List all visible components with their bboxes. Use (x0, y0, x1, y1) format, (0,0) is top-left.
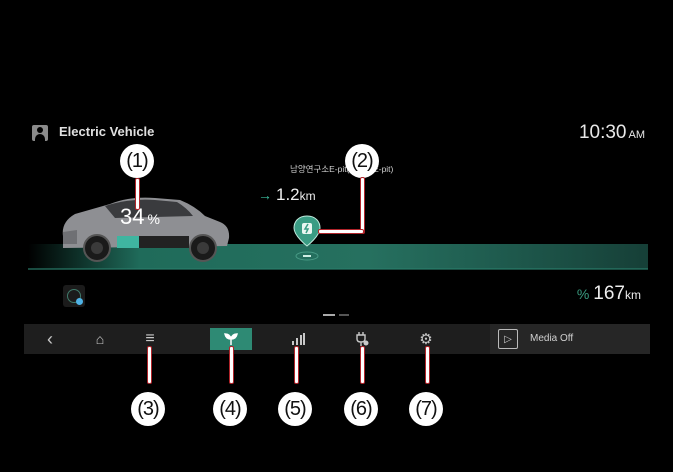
callout-1-leader (135, 178, 140, 210)
callout-6: (6) (344, 392, 378, 426)
callout-7: (7) (409, 392, 443, 426)
eco-status-button[interactable] (63, 285, 85, 307)
battery-percent-symbol: % (147, 211, 160, 227)
callout-2-leader-vertical (360, 177, 365, 234)
ev-eco-button[interactable] (210, 328, 252, 350)
leaf-sprout-icon (224, 333, 238, 345)
callout-3: (3) (131, 392, 165, 426)
settings-button[interactable]: ⚙ (414, 324, 438, 354)
eco-range-icon: % (576, 286, 590, 302)
charging-station-name: 남양연구소E-pit(예열) (E-pit) (290, 164, 394, 174)
status-dot-icon (76, 298, 83, 305)
energy-info-button[interactable] (286, 324, 310, 354)
distance-value: 1.2 (276, 185, 300, 204)
gauge-icon (67, 289, 81, 303)
media-button[interactable]: ▷ Media Off (490, 324, 650, 354)
home-button[interactable]: ⌂ (88, 324, 112, 354)
charging-button[interactable] (350, 324, 374, 354)
user-profile-icon[interactable] (32, 125, 48, 141)
menu-button[interactable]: ≡ (138, 324, 162, 354)
callout-3-leader (147, 346, 152, 384)
callout-2: (2) (345, 144, 379, 178)
callout-7-leader (425, 346, 430, 384)
battery-percent-value: 34 (120, 204, 145, 229)
menu-icon: ≡ (145, 330, 155, 347)
charging-station-pin-icon[interactable] (292, 214, 322, 262)
charging-station-distance: →1.2km (258, 185, 316, 205)
callout-4: (4) (213, 392, 247, 426)
callout-5: (5) (278, 392, 312, 426)
driving-range: %167km (577, 283, 641, 305)
bar-chart-icon (292, 333, 305, 345)
clock-time: 10:30 (578, 122, 627, 143)
arrow-right-icon: → (258, 187, 272, 203)
road-edge (28, 268, 648, 270)
road-strip (28, 244, 648, 269)
page-indicator-active[interactable] (323, 314, 335, 316)
media-label: Media Off (530, 333, 574, 344)
back-icon: ‹ (47, 328, 53, 349)
callout-2-leader-horizontal (318, 229, 364, 234)
clock-ampm: AM (628, 129, 646, 141)
callout-5-leader (294, 346, 299, 384)
page-indicator-inactive[interactable] (339, 314, 349, 316)
page-title: Electric Vehicle (59, 124, 155, 139)
gear-icon: ⚙ (419, 331, 433, 348)
back-button[interactable]: ‹ (40, 324, 60, 354)
range-unit: km (625, 288, 641, 302)
callout-6-leader (360, 346, 365, 384)
play-icon: ▷ (498, 329, 518, 349)
callout-4-leader (229, 346, 234, 384)
callout-1: (1) (120, 144, 154, 178)
plug-charging-icon (356, 332, 369, 346)
distance-unit: km (299, 189, 316, 203)
range-value: 167 (593, 283, 625, 304)
home-icon: ⌂ (95, 331, 105, 347)
battery-percent: 34% (120, 204, 160, 230)
car-illustration (62, 197, 230, 262)
